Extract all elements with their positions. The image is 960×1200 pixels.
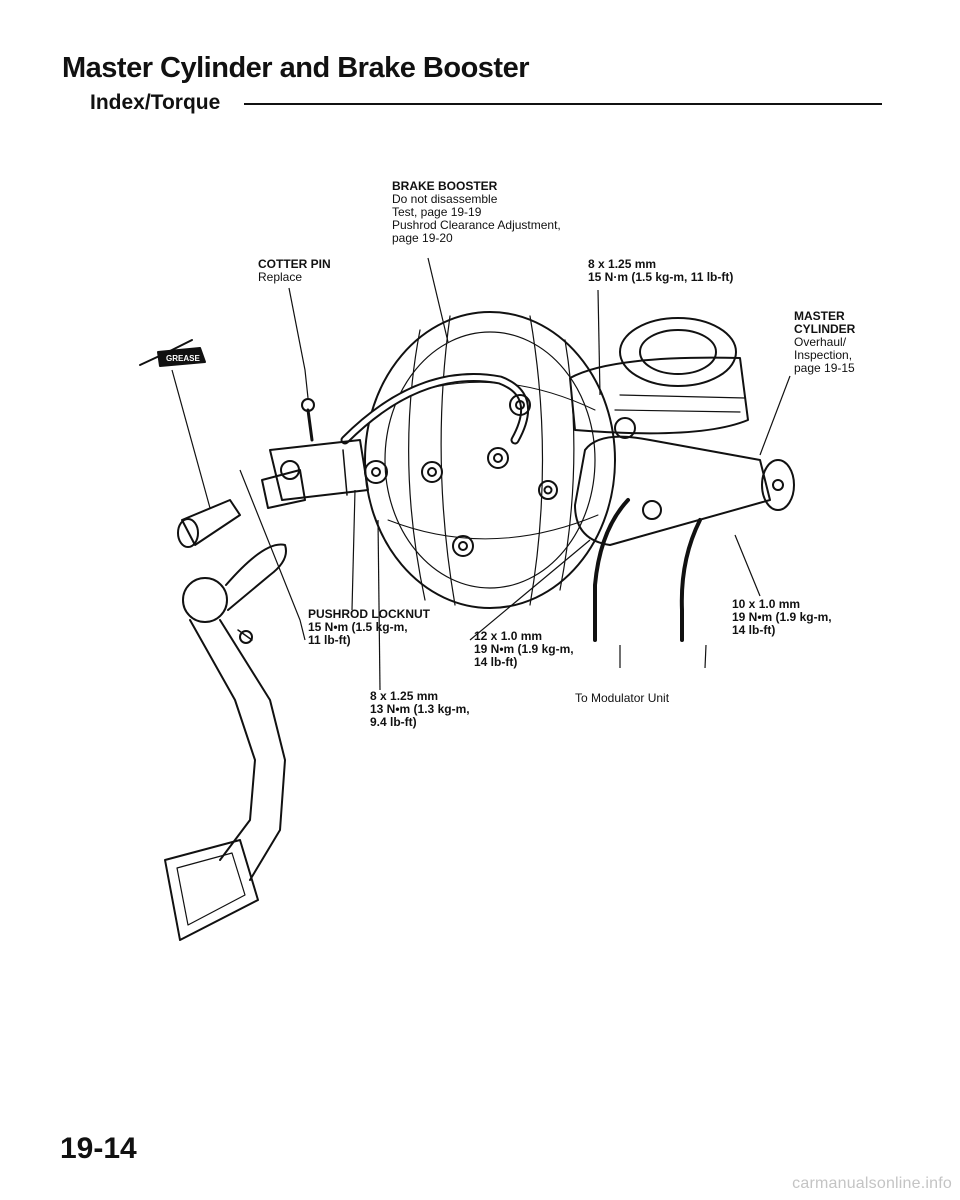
page-title: Master Cylinder and Brake Booster xyxy=(62,52,529,84)
brake-booster-note-4: page 19-20 xyxy=(392,231,453,245)
fitting-10-torque-2: 14 lb-ft) xyxy=(732,623,776,637)
nut-bottom-size: 8 x 1.25 mm xyxy=(370,689,439,703)
page-number: 19-14 xyxy=(60,1132,137,1165)
footer-watermark: carmanualsonline.info xyxy=(792,1175,952,1192)
pushrod-locknut-torque-1: 15 N•m (1.5 kg-m, xyxy=(308,620,408,634)
brake-booster-drawing xyxy=(340,311,616,609)
fitting-12-torque-1: 19 N•m (1.9 kg-m, xyxy=(474,642,574,656)
pushrod-locknut-name: PUSHROD LOCKNUT xyxy=(308,607,430,621)
master-cylinder-callout: MASTER CYLINDER Overhaul/ Inspection, pa… xyxy=(794,310,855,375)
master-cylinder-drawing xyxy=(569,317,795,642)
bolt-top-callout: 8 x 1.25 mm 15 N·m (1.5 kg-m, 11 lb-ft) xyxy=(588,258,733,284)
section-subtitle: Index/Torque xyxy=(90,91,221,114)
cotter-pin-callout: COTTER PIN Replace xyxy=(258,258,331,284)
cotter-pin-note: Replace xyxy=(258,270,303,284)
pushrod-clevis-drawing xyxy=(261,398,369,509)
leader-lines xyxy=(171,257,791,691)
fitting-10-torque-1: 19 N•m (1.9 kg-m, xyxy=(732,610,832,624)
fitting-10-callout: 10 x 1.0 mm 19 N•m (1.9 kg-m, 14 lb-ft) xyxy=(732,598,832,637)
brake-booster-note-1: Do not disassemble xyxy=(392,192,498,206)
master-cylinder-name-1: MASTER xyxy=(794,309,845,323)
pushrod-locknut-torque-2: 11 lb-ft) xyxy=(308,633,351,647)
brake-booster-note-3: Pushrod Clearance Adjustment, xyxy=(392,218,561,232)
fitting-12-torque-2: 14 lb-ft) xyxy=(474,655,518,669)
grease-tag-drawing xyxy=(139,339,206,367)
master-cylinder-name-2: CYLINDER xyxy=(794,322,856,336)
master-cylinder-note-3: page 19-15 xyxy=(794,361,855,375)
brake-pedal-drawing xyxy=(164,543,287,941)
nut-bottom-callout: 8 x 1.25 mm 13 N•m (1.3 kg-m, 9.4 lb-ft) xyxy=(370,690,470,729)
clevis-pin-drawing xyxy=(177,499,241,548)
nut-bottom-torque-1: 13 N•m (1.3 kg-m, xyxy=(370,702,470,716)
grease-tag-text: GREASE xyxy=(166,354,200,363)
modulator-callout: To Modulator Unit xyxy=(575,692,669,705)
fitting-10-size: 10 x 1.0 mm xyxy=(732,597,801,611)
fitting-12-size: 12 x 1.0 mm xyxy=(474,629,543,643)
master-cylinder-note-2: Inspection, xyxy=(794,348,853,362)
cotter-pin-name: COTTER PIN xyxy=(258,257,331,271)
bolt-top-torque: 15 N·m (1.5 kg-m, 11 lb-ft) xyxy=(588,270,734,284)
master-cylinder-note-1: Overhaul/ xyxy=(794,335,847,349)
brake-booster-note-2: Test, page 19-19 xyxy=(392,205,482,219)
nut-bottom-torque-2: 9.4 lb-ft) xyxy=(370,715,417,729)
modulator-text: To Modulator Unit xyxy=(575,691,670,705)
pushrod-locknut-callout: PUSHROD LOCKNUT 15 N•m (1.5 kg-m, 11 lb-… xyxy=(308,608,430,647)
fitting-12-callout: 12 x 1.0 mm 19 N•m (1.9 kg-m, 14 lb-ft) xyxy=(474,630,574,669)
brake-booster-callout: BRAKE BOOSTER Do not disassemble Test, p… xyxy=(392,180,561,245)
brake-booster-name: BRAKE BOOSTER xyxy=(392,179,498,193)
header-rule xyxy=(244,103,882,105)
bolt-top-size: 8 x 1.25 mm xyxy=(588,257,657,271)
